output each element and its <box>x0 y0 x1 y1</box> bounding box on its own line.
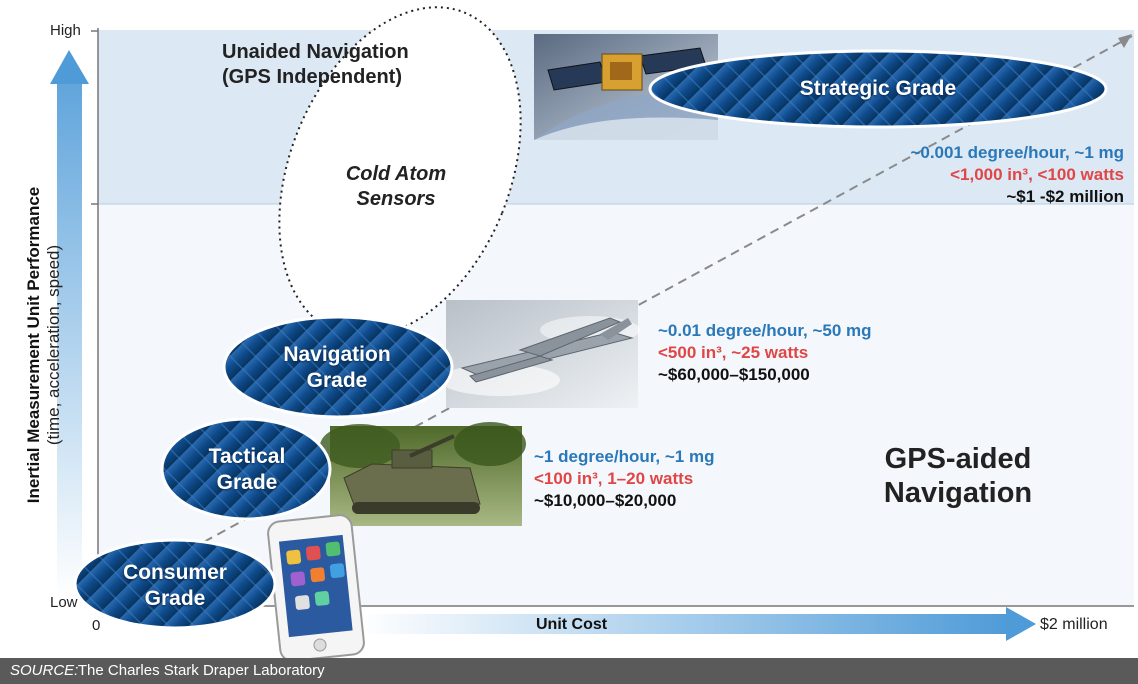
x-arrow-head <box>1006 607 1036 641</box>
source-label: SOURCE: <box>10 662 79 679</box>
gps-aided-line-1: GPS-aided <box>884 443 1032 475</box>
navigation-grade-line-2: Grade <box>306 369 368 393</box>
strategic-specs: ~0.001 degree/hour, ~1 mg <1,000 in³, <1… <box>840 142 1124 208</box>
y-tick-label-low: Low <box>50 594 78 611</box>
gps-aided-label: GPS-aided Navigation <box>856 442 1060 510</box>
navigation-perf: ~0.01 degree/hour, ~50 mg <box>658 321 872 340</box>
tank-image <box>320 422 526 526</box>
consumer-grade-label: Consumer Grade <box>112 560 238 613</box>
cold-atom-line-2: Sensors <box>356 188 436 210</box>
gps-aided-line-2: Navigation <box>883 477 1033 509</box>
strategic-perf: ~0.001 degree/hour, ~1 mg <box>910 143 1124 162</box>
tactical-specs: ~1 degree/hour, ~1 mg <100 in³, 1–20 wat… <box>534 446 714 512</box>
strategic-cost: ~$1 -$2 million <box>1006 187 1124 206</box>
strategic-grade-ellipse <box>648 49 1108 129</box>
satellite-image <box>534 34 718 140</box>
tactical-grade-label: Tactical Grade <box>190 444 304 497</box>
tactical-perf: ~1 degree/hour, ~1 mg <box>534 447 715 466</box>
trend-line <box>111 35 1133 593</box>
y-axis-subtitle: (time, acceleration, speed) <box>44 244 63 446</box>
tactical-grade-line-2: Grade <box>216 471 278 495</box>
tactical-cost: ~$10,000–$20,000 <box>534 491 677 510</box>
trend-arrowhead <box>1118 34 1132 48</box>
cold-atom-line-1: Cold Atom <box>345 163 447 185</box>
unaided-line-2: (GPS Independent) <box>222 66 402 88</box>
unaided-navigation-label: Unaided Navigation (GPS Independent) <box>222 40 409 90</box>
cold-atom-ellipse <box>278 6 522 338</box>
consumer-grade-line-1: Consumer <box>123 561 227 584</box>
source-footer: SOURCE: The Charles Stark Draper Laborat… <box>0 658 1138 684</box>
tactical-grade-line-1: Tactical <box>208 445 286 468</box>
consumer-grade-ellipse <box>73 538 277 630</box>
strategic-size: <1,000 in³, <100 watts <box>950 165 1124 184</box>
navigation-cost: ~$60,000–$150,000 <box>658 365 810 384</box>
source-text: The Charles Stark Draper Laboratory <box>74 662 325 679</box>
x-arrow-shaft <box>360 614 1008 634</box>
y-arrow-head <box>50 50 89 84</box>
navigation-grade-line-1: Navigation <box>283 343 391 366</box>
navigation-grade-ellipse <box>222 315 454 419</box>
navigation-specs: ~0.01 degree/hour, ~50 mg <500 in³, ~25 … <box>658 320 872 386</box>
unaided-line-1: Unaided Navigation <box>222 41 409 63</box>
drone-image <box>440 300 640 408</box>
navigation-grade-label: Navigation Grade <box>262 342 412 395</box>
x-tick-label-start: 0 <box>92 617 101 634</box>
navigation-size: <500 in³, ~25 watts <box>658 343 809 362</box>
tactical-grade-ellipse <box>160 417 332 521</box>
y-axis-title: Inertial Measurement Unit Performance (t… <box>24 187 64 503</box>
y-arrow-shaft <box>57 82 82 598</box>
tactical-size: <100 in³, 1–20 watts <box>534 469 694 488</box>
y-tick-label-high: High <box>50 22 81 39</box>
consumer-grade-line-2: Grade <box>144 587 206 611</box>
strategic-grade-label: Strategic Grade <box>799 77 957 100</box>
y-axis-title-wrap: Inertial Measurement Unit Performance (t… <box>14 155 74 535</box>
y-axis-title-main: Inertial Measurement Unit Performance <box>24 186 43 504</box>
phone-image <box>267 514 365 662</box>
x-tick-label-end: $2 million <box>1040 616 1108 633</box>
cold-atom-label: Cold Atom Sensors <box>336 162 456 212</box>
x-axis-title: Unit Cost <box>536 616 608 633</box>
